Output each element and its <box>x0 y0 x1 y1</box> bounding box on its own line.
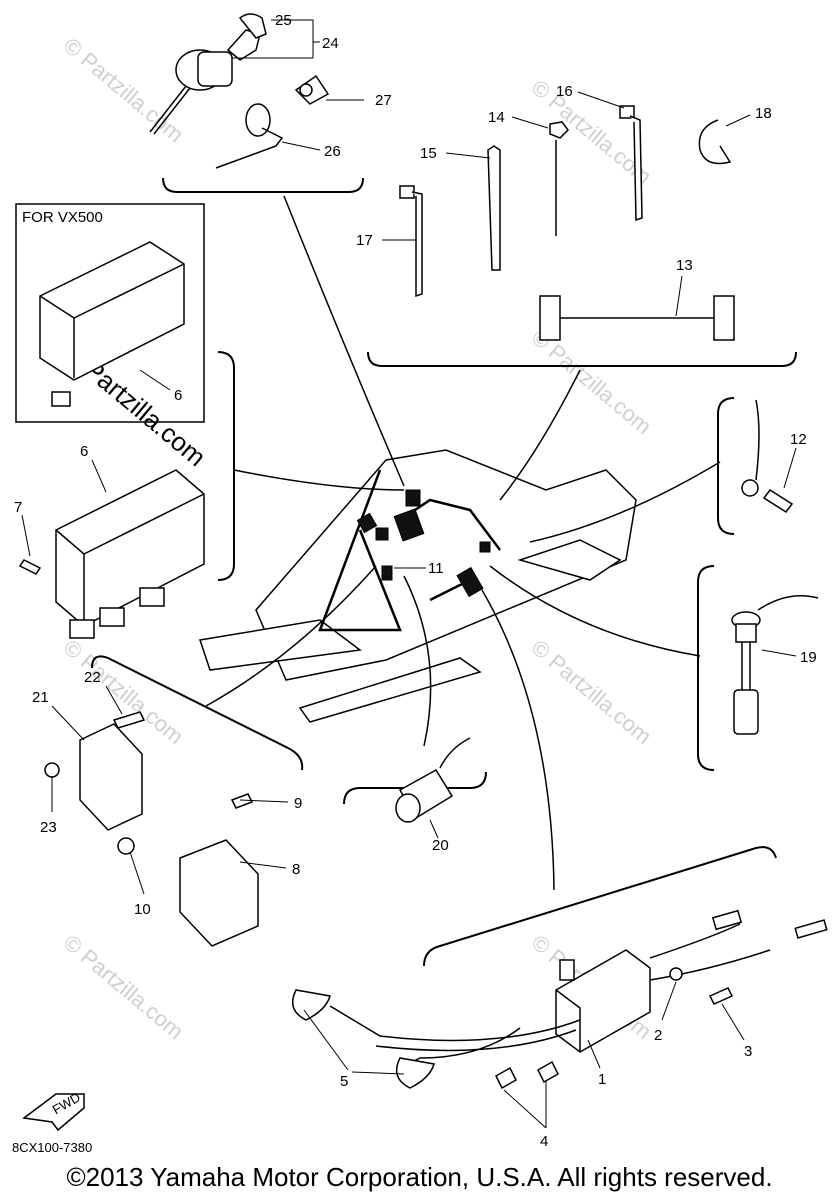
ground-lead <box>741 399 794 514</box>
leader-lines-coil <box>303 981 745 1129</box>
leader-lines-regulators <box>51 685 289 895</box>
callout-1: 1 <box>598 1071 606 1088</box>
bracket-right-12 <box>717 397 735 535</box>
callout-12: 12 <box>790 431 807 448</box>
callout-14: 14 <box>488 109 505 126</box>
callout-25: 25 <box>275 12 292 29</box>
rectifier-21 <box>44 711 146 831</box>
cdi-unit <box>18 469 205 639</box>
leader-lines-top <box>232 19 364 151</box>
callout-22: 22 <box>84 669 101 686</box>
chassis-frame <box>199 449 637 723</box>
couplers <box>356 489 491 598</box>
leader-20 <box>429 819 439 839</box>
callout-5: 5 <box>340 1073 348 1090</box>
watermark: © Partzilla.com <box>59 930 189 1044</box>
callout-8: 8 <box>292 861 300 878</box>
callout-11: 11 <box>428 560 444 577</box>
leader-lines-top-right <box>382 91 751 317</box>
leader-lines-cdi <box>21 459 107 557</box>
regulator-8 <box>117 793 259 947</box>
cdi-unit-vx500 <box>39 241 185 407</box>
condenser <box>395 737 471 823</box>
watermark: © Partzilla.com <box>59 635 189 749</box>
bracket-bottom-left <box>91 655 304 771</box>
ignition-switch-group <box>149 13 330 169</box>
variant-box-title: FOR VX500 <box>22 209 103 226</box>
callout-20: 20 <box>432 837 449 854</box>
callout-26: 26 <box>324 143 341 160</box>
callout-2: 2 <box>654 1027 662 1044</box>
callout-19: 19 <box>800 649 817 666</box>
watermark: © Partzilla.com <box>527 325 657 439</box>
leader-19 <box>761 649 797 657</box>
callout-13: 13 <box>676 257 693 274</box>
callout-23: 23 <box>40 819 57 836</box>
copyright-notice: ©2013 Yamaha Motor Corporation, U.S.A. A… <box>66 1162 773 1192</box>
callout-4: 4 <box>540 1133 548 1150</box>
watermark: © Partzilla.com <box>527 635 657 749</box>
connector-lines <box>205 195 721 891</box>
callout-16: 16 <box>556 83 573 100</box>
bracket-right-19 <box>697 565 715 771</box>
callout-3: 3 <box>744 1043 752 1060</box>
variant-box <box>15 203 205 423</box>
callout-9: 9 <box>294 795 302 812</box>
callout-21: 21 <box>32 689 49 706</box>
callout-7: 7 <box>14 499 22 516</box>
leader-12 <box>783 447 797 489</box>
ignition-coil-assembly <box>291 909 828 1090</box>
watermark: © Partzilla.com <box>59 33 189 147</box>
bracket-left <box>217 351 235 581</box>
callout-27: 27 <box>375 92 392 109</box>
callout-24: 24 <box>322 35 339 52</box>
sensor-19 <box>731 595 819 735</box>
callout-10: 10 <box>134 901 151 918</box>
leader-6-vx500 <box>139 369 171 391</box>
clamps-and-bands-group <box>399 105 735 341</box>
callout-6: 6 <box>80 443 88 460</box>
callout-6-vx500: 6 <box>174 387 182 404</box>
callout-15: 15 <box>420 145 437 162</box>
callout-17: 17 <box>356 232 373 249</box>
fwd-arrow-icon: FWD <box>22 1090 85 1132</box>
bracket-top <box>162 177 364 193</box>
callout-18: 18 <box>755 105 772 122</box>
bracket-bottom-right <box>423 846 777 967</box>
diagram-code: 8CX100-7380 <box>12 1140 93 1155</box>
bracket-top-right <box>367 351 797 367</box>
